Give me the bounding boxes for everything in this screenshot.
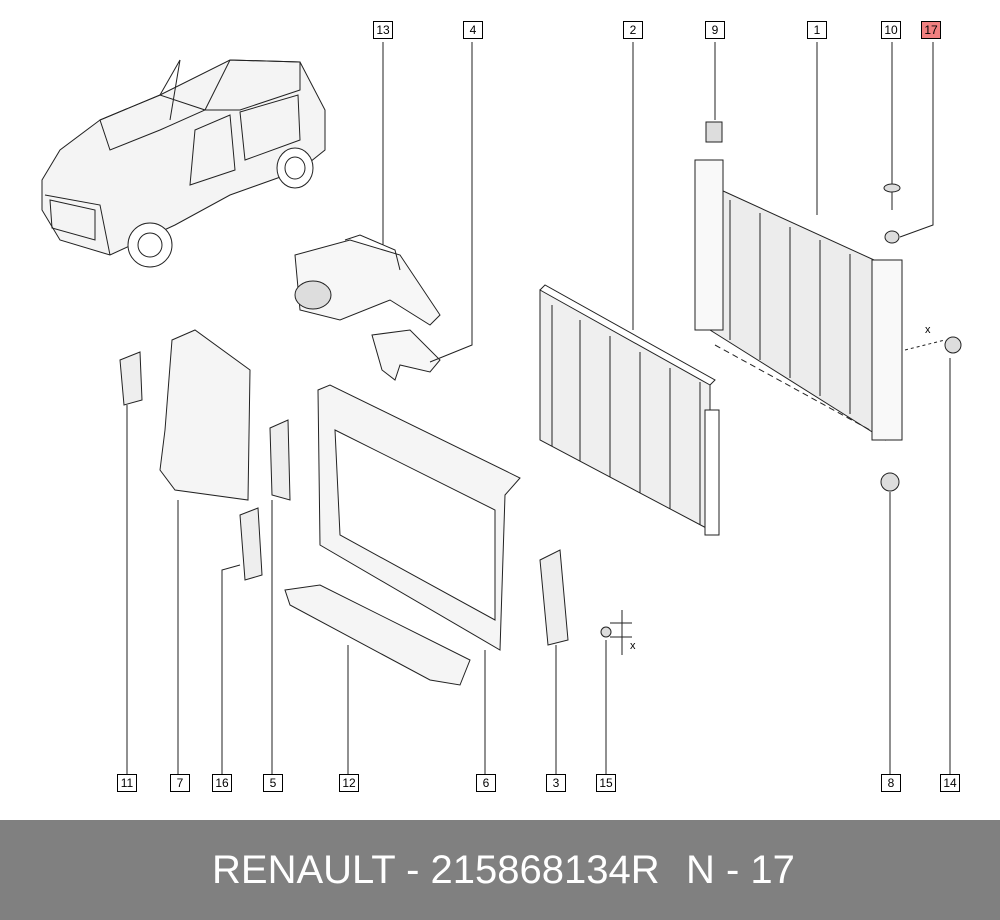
callout-1: 1: [807, 21, 827, 39]
footer-brand-part-number: RENAULT - 215868134R: [212, 848, 660, 892]
part-13-shape: [294, 42, 441, 326]
part-11-shape: [119, 351, 143, 774]
dimension-mark-x-fastener: x: [630, 640, 636, 652]
hardware-fasteners: [880, 42, 962, 774]
part-7-air-guide: [159, 329, 251, 774]
callout-5: 5: [263, 774, 283, 792]
callout-2: 2: [623, 21, 643, 39]
part-2-condenser: [539, 42, 720, 536]
part-15-shape: [600, 610, 632, 774]
callout-11: 11: [117, 774, 137, 792]
part-5-shape: [269, 419, 291, 774]
callout-6: 6: [476, 774, 496, 792]
callout-10: 10: [881, 21, 901, 39]
callout-17-highlighted: 17: [921, 21, 941, 39]
callout-9: 9: [705, 21, 725, 39]
part-9-clip: [705, 42, 723, 143]
callout-16: 16: [212, 774, 232, 792]
exploded-parts-diagram: [41, 42, 962, 774]
footer-item-reference: N - 17: [686, 848, 795, 892]
callout-7: 7: [170, 774, 190, 792]
car-illustration: [41, 59, 326, 268]
callout-8: 8: [881, 774, 901, 792]
callout-15: 15: [596, 774, 616, 792]
part-16-shape: [221, 507, 263, 774]
part-6-shroud: [317, 384, 521, 774]
callout-13: 13: [373, 21, 393, 39]
dimension-mark-x-radiator: x: [925, 324, 931, 336]
callout-4: 4: [463, 21, 483, 39]
callout-12: 12: [339, 774, 359, 792]
part-3-shape: [539, 549, 569, 774]
part-12-deflector: [284, 584, 471, 774]
callout-14: 14: [940, 774, 960, 792]
footer-bar: RENAULT - 215868134R N - 17: [0, 820, 1000, 920]
callout-3: 3: [546, 774, 566, 792]
part-4-shape: [371, 42, 473, 381]
part-1-radiator: [694, 42, 903, 441]
